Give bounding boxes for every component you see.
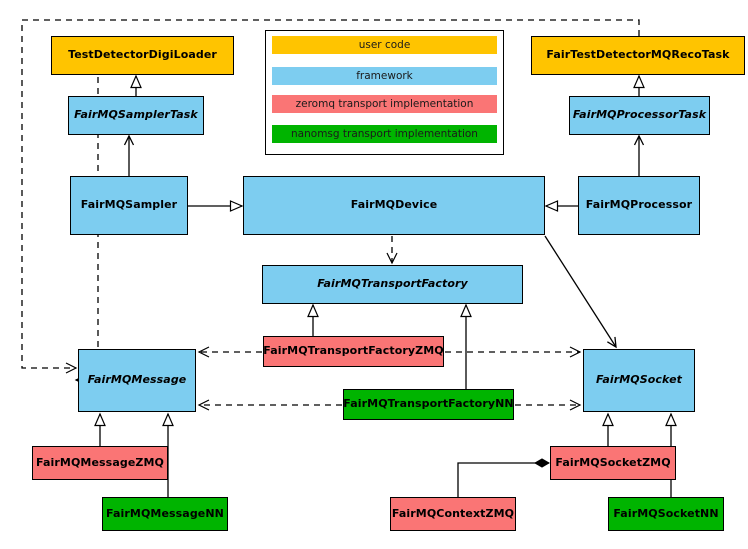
legend-label: framework bbox=[356, 70, 413, 82]
node-fairtestdetectormqrecotask[interactable]: FairTestDetectorMQRecoTask bbox=[531, 36, 745, 75]
legend-label: user code bbox=[358, 39, 411, 51]
node-label: FairMQSocketNN bbox=[613, 506, 719, 520]
node-fairmqsocket[interactable]: FairMQSocket bbox=[583, 349, 695, 412]
node-fairmqtransportfactory[interactable]: FairMQTransportFactory bbox=[262, 265, 523, 304]
node-label: FairMQTransportFactoryZMQ bbox=[263, 344, 444, 358]
node-fairmqsamplertask[interactable]: FairMQSamplerTask bbox=[68, 96, 204, 135]
node-fairmqsocketzmq[interactable]: FairMQSocketZMQ bbox=[550, 446, 676, 480]
node-fairmqdevice[interactable]: FairMQDevice bbox=[243, 176, 545, 235]
node-label: FairMQSocketZMQ bbox=[555, 455, 671, 469]
node-fairmqtransportfactorynn[interactable]: FairMQTransportFactoryNN bbox=[343, 389, 514, 420]
node-fairmqsampler[interactable]: FairMQSampler bbox=[70, 176, 188, 235]
legend-label: zeromq transport implementation bbox=[295, 98, 474, 110]
node-label: FairMQSamplerTask bbox=[74, 108, 198, 122]
edge-socketzmq-contextzmq bbox=[457, 458, 551, 497]
legend-item-user-code: user code bbox=[272, 36, 497, 54]
node-label: FairMQMessage bbox=[87, 373, 187, 387]
node-label: FairMQContextZMQ bbox=[391, 506, 515, 520]
edge-device-socket bbox=[544, 235, 617, 349]
node-label: FairMQProcessor bbox=[585, 198, 693, 212]
legend-item-framework: framework bbox=[272, 67, 497, 85]
node-fairmqprocessor[interactable]: FairMQProcessor bbox=[578, 176, 700, 235]
node-label: FairMQMessageZMQ bbox=[36, 455, 164, 469]
node-label: FairMQSampler bbox=[80, 198, 178, 212]
node-fairmqprocessortask[interactable]: FairMQProcessorTask bbox=[569, 96, 710, 135]
node-fairmqmessage[interactable]: FairMQMessage bbox=[78, 349, 196, 412]
node-fairmqtransportfactoryzmq[interactable]: FairMQTransportFactoryZMQ bbox=[263, 336, 444, 367]
legend-label: nanomsg transport implementation bbox=[291, 128, 478, 140]
legend-item-nanomsg: nanomsg transport implementation bbox=[272, 125, 497, 143]
node-label: TestDetectorDigiLoader bbox=[68, 48, 217, 62]
node-fairmqsocketnn[interactable]: FairMQSocketNN bbox=[608, 497, 724, 531]
node-fairmqmessagezmq[interactable]: FairMQMessageZMQ bbox=[32, 446, 168, 480]
node-label: FairMQMessageNN bbox=[106, 506, 224, 520]
node-label: FairMQTransportFactory bbox=[317, 277, 468, 291]
node-label: FairMQTransportFactoryNN bbox=[343, 397, 514, 411]
node-label: FairMQProcessorTask bbox=[572, 108, 707, 122]
node-label: FairTestDetectorMQRecoTask bbox=[546, 48, 730, 62]
node-label: FairMQDevice bbox=[350, 198, 438, 212]
node-fairmqcontextzmq[interactable]: FairMQContextZMQ bbox=[390, 497, 516, 531]
node-testdetectordigiloader[interactable]: TestDetectorDigiLoader bbox=[51, 36, 234, 75]
node-label: FairMQSocket bbox=[595, 373, 682, 387]
node-fairmqmessagenn[interactable]: FairMQMessageNN bbox=[102, 497, 228, 531]
legend-item-zeromq: zeromq transport implementation bbox=[272, 95, 497, 113]
